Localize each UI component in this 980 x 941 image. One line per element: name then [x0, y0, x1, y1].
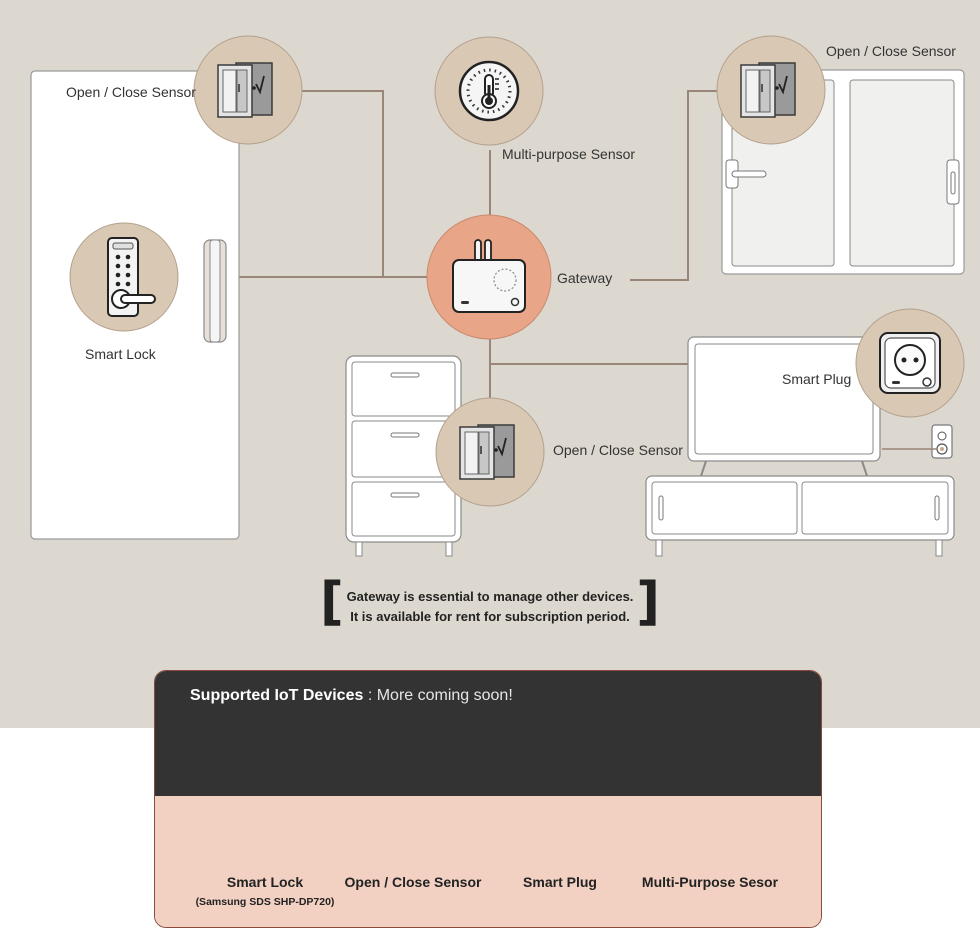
- label-drawer-sensor: Open / Close Sensor: [553, 442, 683, 458]
- drawer-sensor-bubble: [435, 397, 545, 507]
- panel-title: Supported IoT Devices : More coming soon…: [190, 687, 513, 705]
- thermometer-sensor-icon: [458, 60, 520, 122]
- device-name-smart-plug: Smart Plug: [523, 874, 597, 890]
- open-close-sensor-icon: [740, 62, 796, 118]
- notice-line-1: Gateway is essential to manage other dev…: [346, 589, 634, 604]
- tv-set: [645, 336, 955, 557]
- gateway-notice: [ Gateway is essential to manage other d…: [320, 574, 660, 630]
- device-name-multi-purpose-sensor: Multi-Purpose Sesor: [641, 874, 779, 890]
- supported-devices-panel: Supported IoT Devices : More coming soon…: [154, 670, 822, 928]
- label-door-sensor: Open / Close Sensor: [66, 84, 196, 100]
- smart-lock-bubble: [69, 222, 179, 332]
- panel-body: [155, 796, 821, 927]
- bracket-left-icon: [: [320, 572, 344, 632]
- panel-title-bold: Supported IoT Devices: [190, 687, 364, 704]
- smart-plug-icon: [879, 332, 941, 394]
- open-close-sensor-icon: [217, 62, 273, 118]
- smart-plug-bubble: [855, 308, 965, 418]
- label-smart-lock: Smart Lock: [85, 346, 156, 362]
- door-sensor-bubble: [193, 35, 303, 145]
- panel-title-sub: : More coming soon!: [363, 687, 513, 704]
- multi-sensor-bubble: [434, 36, 544, 146]
- wall-outlet: [882, 424, 953, 459]
- window-sensor-bubble: [716, 35, 826, 145]
- device-name-smart-lock: Smart Lock: [226, 874, 304, 890]
- bracket-right-icon: ]: [636, 572, 660, 632]
- label-window-sensor: Open / Close Sensor: [826, 43, 956, 59]
- label-multi-sensor: Multi-purpose Sensor: [502, 146, 636, 162]
- notice-line-2: It is available for rent for subscriptio…: [350, 609, 630, 624]
- gateway-bubble: [426, 214, 552, 340]
- panel-header: [155, 671, 821, 796]
- label-gateway: Gateway: [557, 270, 613, 286]
- open-close-sensor-icon: [459, 424, 515, 480]
- device-note-smart-lock: (Samsung SDS SHP-DP720): [195, 896, 335, 908]
- drawer-cabinet: [345, 355, 462, 557]
- label-smart-plug: Smart Plug: [782, 371, 852, 387]
- device-name-open-close-sensor: Open / Close Sensor: [344, 874, 482, 890]
